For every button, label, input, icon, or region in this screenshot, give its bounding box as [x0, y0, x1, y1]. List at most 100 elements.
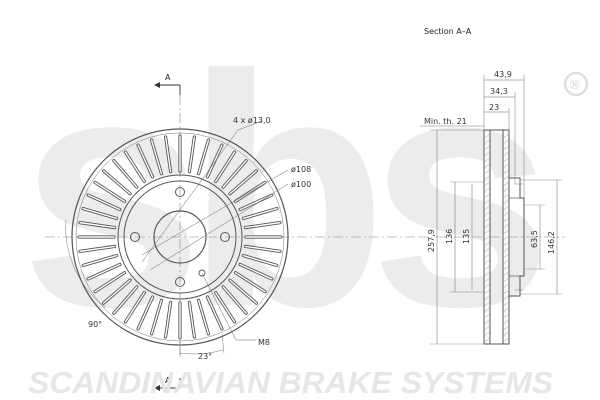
hatch-line: [502, 157, 510, 163]
hatch-line: [502, 337, 510, 343]
vent-slot-inner: [113, 159, 138, 188]
hatch-line: [502, 151, 510, 157]
hatch-line: [502, 265, 510, 271]
hatch-line: [502, 187, 510, 193]
outer-plate: [483, 129, 491, 345]
hatch-line: [502, 229, 510, 235]
hatch-line: [483, 199, 491, 205]
friction-ring-inner-edge: [117, 174, 243, 300]
hatch-line: [502, 301, 510, 307]
hatch-line: [483, 325, 491, 331]
vent-slot-inner: [197, 299, 210, 335]
hatch-line: [483, 307, 491, 313]
vent-slots: [77, 134, 283, 340]
vent-slot-inner: [79, 245, 116, 253]
vent-slot-inner: [242, 254, 278, 267]
thread-hole: [198, 269, 206, 277]
dim-disc-thickness: 23: [489, 103, 499, 112]
inner-plate: [502, 129, 510, 345]
dim-hub-bore: 63,5: [530, 230, 539, 248]
section-view: Section A–A 43,9 34,3 23 Min. th. 21: [418, 27, 565, 345]
hatch-line: [483, 259, 491, 265]
vent-slot-inner: [87, 194, 121, 211]
hatch-line: [483, 169, 491, 175]
hatch-line: [502, 199, 510, 205]
bolt-hole: [130, 232, 140, 242]
vent-angle-label: 23°: [198, 352, 212, 361]
bolt-hole-label: 4 x ø13,0: [233, 116, 271, 125]
vent-slot-inner: [137, 296, 154, 330]
hatch-line: [502, 289, 510, 295]
hatch-line: [483, 331, 491, 337]
min-thickness: Min. th. 21: [424, 117, 467, 126]
vent-slot-inner: [124, 151, 146, 183]
hatch-line: [502, 223, 510, 229]
dim-135: 135: [462, 229, 471, 244]
hatch-line: [502, 331, 510, 337]
hatch-line: [483, 283, 491, 289]
brand-footer: SCANDINAVIAN BRAKE SYSTEMS: [28, 365, 553, 400]
section-marker-top: A: [165, 73, 171, 82]
bolt-hole: [220, 232, 230, 242]
vent-slot-inner: [150, 299, 163, 335]
dim-hat-diameter: 146,2: [547, 231, 556, 254]
hatch-line: [483, 247, 491, 253]
hatch-line: [502, 139, 510, 145]
vent-slot-inner: [82, 254, 118, 267]
hatch-line: [502, 175, 510, 181]
vent-slot-inner: [244, 221, 281, 229]
hatch-line: [483, 217, 491, 223]
pcd-outer-label: ø108: [291, 165, 311, 174]
hatch-line: [483, 241, 491, 247]
hatch-line: [502, 133, 510, 139]
dim-outer-diameter: 257,9: [427, 229, 436, 252]
hatch-line: [483, 229, 491, 235]
hatch-line: [483, 223, 491, 229]
section-marker-bottom: A: [165, 376, 171, 385]
bolt-hole: [175, 277, 185, 287]
hatch-line: [502, 325, 510, 331]
vent-slot-inner: [214, 151, 236, 183]
hatch-line: [483, 271, 491, 277]
hatch-line: [483, 205, 491, 211]
vent-slot-inner: [222, 159, 247, 188]
vent-slot-inner: [242, 207, 278, 220]
hatch-line: [502, 193, 510, 199]
hatch-line: [502, 271, 510, 277]
vent-slot-inner: [188, 136, 196, 173]
registered-mark-icon: ®: [563, 71, 589, 97]
vent-slot-inner: [79, 221, 116, 229]
pcd-inner-label: ø100: [291, 180, 311, 189]
hatch-line: [502, 235, 510, 241]
hatch-line: [483, 157, 491, 163]
hatch-line: [502, 277, 510, 283]
vent-slot-inner: [102, 170, 131, 195]
hatch-line: [502, 181, 510, 187]
hatch-line: [483, 295, 491, 301]
hatch-line: [483, 163, 491, 169]
hatch-line: [483, 133, 491, 139]
hatch-line: [483, 289, 491, 295]
hatch-line: [483, 337, 491, 343]
vent-slot-inner: [229, 170, 258, 195]
vent-slot-inner: [229, 279, 258, 304]
hat-outer-edge: [123, 180, 237, 294]
hatch-line: [483, 181, 491, 187]
svg-text:®: ®: [570, 77, 580, 92]
hatch-line: [502, 295, 510, 301]
vent-slot-inner: [87, 263, 121, 280]
dim-136: 136: [445, 229, 454, 244]
vent-slot-inner: [164, 136, 172, 173]
hatch-line: [483, 145, 491, 151]
hatch-line: [502, 205, 510, 211]
vent-slot-inner: [94, 271, 126, 293]
hatch-line: [483, 211, 491, 217]
vent-slot-inner: [113, 286, 138, 315]
hatch-line: [502, 145, 510, 151]
vent-slot-inner: [197, 139, 210, 175]
bolt-hole: [175, 187, 185, 197]
hatch-line: [483, 139, 491, 145]
vent-slot-inner: [244, 245, 281, 253]
vent-slot-inner: [102, 279, 131, 304]
